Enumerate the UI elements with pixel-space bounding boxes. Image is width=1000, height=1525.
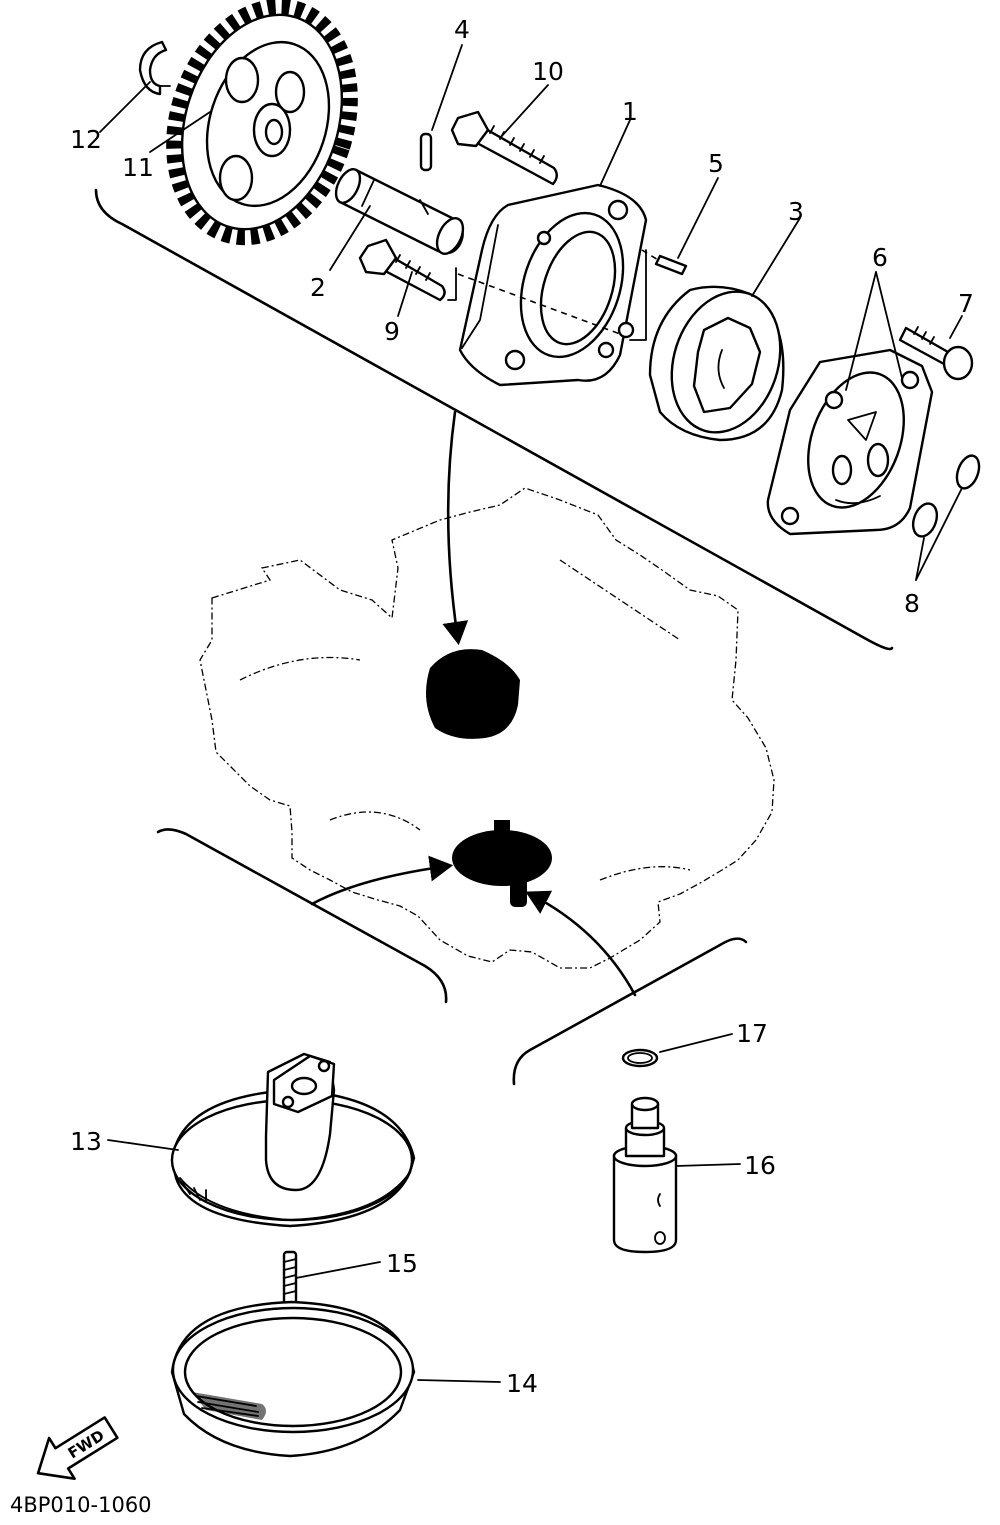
callout-16: 16 bbox=[744, 1151, 776, 1180]
callout-1: 1 bbox=[622, 97, 638, 126]
lower-left-group-bracket bbox=[156, 828, 448, 1004]
part-7-screw bbox=[898, 326, 974, 381]
engine-inner-outline bbox=[239, 559, 691, 881]
callout-5: 5 bbox=[708, 149, 724, 178]
part-6-pump-cover bbox=[766, 348, 934, 536]
part-12-circlip bbox=[138, 40, 171, 96]
callout-12: 12 bbox=[70, 125, 102, 154]
part-9-bolt bbox=[358, 238, 446, 302]
callout-10: 10 bbox=[532, 57, 564, 86]
fwd-direction-arrow: FWD bbox=[36, 1416, 119, 1481]
part-3-outer-rotor bbox=[648, 285, 785, 442]
part-11-oil-pump-gear bbox=[166, 0, 358, 246]
callout-14: 14 bbox=[506, 1369, 538, 1398]
callout-2: 2 bbox=[310, 273, 326, 302]
callout-17: 17 bbox=[736, 1019, 768, 1048]
part-5-dowel-pin bbox=[654, 254, 688, 276]
arrow-to-pump-location bbox=[442, 410, 469, 646]
strainer-location-blob bbox=[452, 820, 552, 907]
pump-location-blob bbox=[426, 649, 520, 739]
part-1-pump-housing bbox=[458, 183, 648, 387]
callout-7: 7 bbox=[958, 289, 974, 318]
part-16-relief-valve bbox=[612, 1096, 678, 1254]
part-14-oil-strainer bbox=[170, 1300, 416, 1458]
upper-group-bracket bbox=[94, 188, 894, 651]
part-4-dowel-pin bbox=[419, 132, 433, 172]
callout-4: 4 bbox=[454, 15, 470, 44]
part-8-o-rings bbox=[911, 454, 981, 538]
callout-13: 13 bbox=[70, 1127, 102, 1156]
alignment-line-1 bbox=[457, 273, 621, 335]
callout-3: 3 bbox=[788, 197, 804, 226]
leader-lines bbox=[99, 44, 963, 1383]
callout-8: 8 bbox=[904, 589, 920, 618]
engine-outline bbox=[199, 487, 775, 969]
part-10-bolt bbox=[450, 110, 558, 186]
arrow-to-strainer-right bbox=[525, 890, 637, 997]
callout-6: 6 bbox=[872, 243, 888, 272]
alignment-bracket bbox=[447, 249, 647, 341]
part-13-strainer-housing bbox=[170, 1052, 416, 1228]
lower-right-group-bracket bbox=[512, 937, 748, 1086]
drawing-code: 4BP010-1060 bbox=[10, 1493, 152, 1517]
callout-11: 11 bbox=[122, 153, 154, 182]
part-2-pump-shaft bbox=[334, 168, 465, 255]
part-17-o-ring bbox=[621, 1048, 659, 1068]
callout-9: 9 bbox=[384, 317, 400, 346]
arrow-to-strainer-left bbox=[310, 855, 454, 906]
callout-15: 15 bbox=[386, 1249, 418, 1278]
